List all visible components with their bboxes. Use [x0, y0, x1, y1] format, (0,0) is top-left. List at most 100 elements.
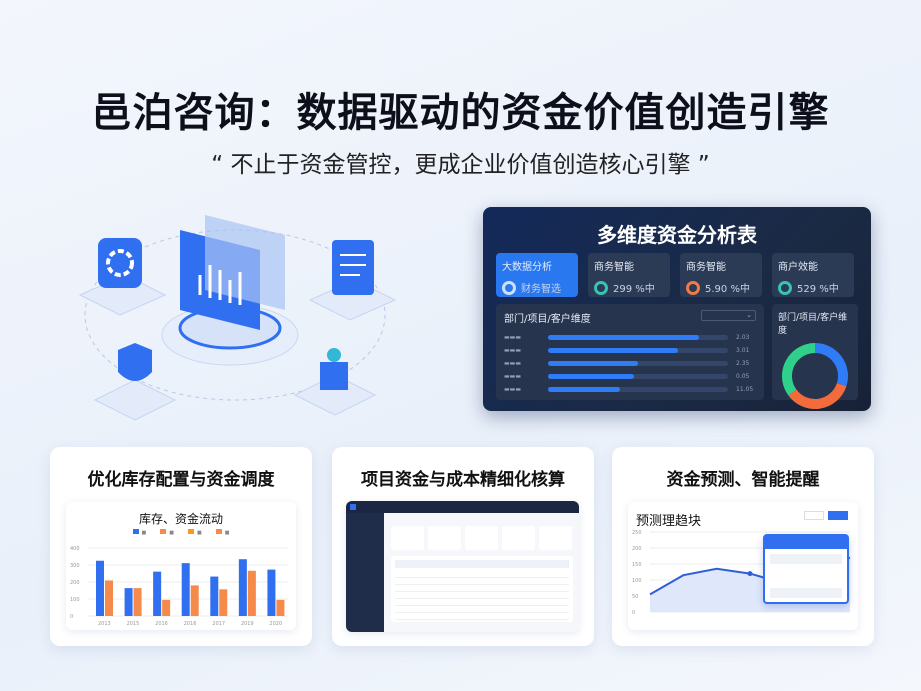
- x-tick-label: 2019: [241, 621, 254, 627]
- bar: [247, 570, 256, 616]
- mini-kpi: [465, 526, 498, 550]
- page-subtitle: “ 不止于资金管控，更成企业价值创造核心引擎 ”: [211, 152, 710, 178]
- chart-title: 预测理趋块: [636, 514, 702, 529]
- reminder-popup: [763, 534, 849, 604]
- multi-dimension-dashboard: 多维度资金分析表 大数据分析财务智选 商务智能 299 %中 商务智能 5.90 %…: [483, 207, 871, 411]
- mini-kpi: [428, 526, 461, 550]
- x-tick-label: 2017: [212, 621, 225, 627]
- cube-icon: [293, 348, 377, 416]
- donut-slice: [782, 343, 816, 396]
- y-tick-label: 50: [632, 594, 638, 600]
- donut-chart: [782, 343, 848, 409]
- y-tick-label: 100: [70, 597, 80, 603]
- donut-panel-title: 部门/项目/客户维度: [778, 313, 848, 336]
- bar: [219, 589, 228, 616]
- admin-screenshot: [346, 501, 579, 632]
- bar: [210, 576, 219, 616]
- toggle-button-active[interactable]: [828, 511, 848, 520]
- y-tick-label: 150: [632, 562, 642, 568]
- kpi-value: 财务智选: [521, 284, 561, 295]
- x-tick-label: 2020: [269, 621, 282, 627]
- x-tick-label: 2013: [98, 621, 111, 627]
- bar: [133, 588, 142, 616]
- bar-panel: 部门/项目/客户维度 ⌄ ▬▬▬2.03 ▬▬▬3.01 ▬▬▬2.35 ▬▬▬0.05…: [496, 304, 764, 400]
- y-tick-label: 300: [70, 563, 80, 569]
- cycle-icon: [78, 238, 167, 316]
- y-tick-label: 250: [632, 530, 642, 536]
- table-row: [395, 586, 569, 592]
- y-tick-label: 200: [632, 546, 642, 552]
- app-logo-icon: [350, 504, 356, 510]
- bar: [124, 588, 133, 616]
- card-project-cost: 项目资金与成本精细化核算: [332, 447, 594, 646]
- kpi-ring-icon: [594, 280, 608, 295]
- card-forecast: 资金预测、智能提醒 预测理趋块 0 50 100 150 200 250: [612, 447, 874, 646]
- progress-row: ▬▬▬2.03: [504, 334, 750, 341]
- kpi-ring-icon: [686, 280, 700, 295]
- donut-slice: [814, 343, 848, 387]
- y-tick-label: 200: [70, 580, 80, 586]
- donut-slice: [788, 382, 847, 409]
- kpi-value: 299 %中: [613, 284, 655, 295]
- progress-row: ▬▬▬2.35: [504, 360, 750, 367]
- bar: [153, 571, 162, 616]
- progress-row: ▬▬▬0.05: [504, 373, 750, 380]
- bar: [238, 559, 247, 616]
- x-tick-label: 2016: [184, 621, 197, 627]
- x-tick-label: 2016: [155, 621, 168, 627]
- x-tick-label: 2015: [127, 621, 140, 627]
- bar-panel-title: 部门/项目/客户维度: [504, 314, 591, 325]
- kpi-card-big-data[interactable]: 大数据分析财务智选: [496, 253, 578, 297]
- y-tick-label: 400: [70, 546, 80, 552]
- filter-dropdown[interactable]: ⌄: [701, 310, 756, 321]
- card-inventory: 优化库存配置与资金调度 库存、资金流动 ■■■■ 0 100 200 300 400 20…: [50, 447, 312, 646]
- bar: [181, 563, 190, 616]
- bar: [96, 560, 104, 616]
- kpi-card[interactable]: 商务智能 299 %中: [588, 253, 670, 297]
- bar: [162, 599, 171, 616]
- bar-chart: 0 100 200 300 400 2013 2015 2016 2016 2017 2019 202…: [70, 546, 288, 627]
- kpi-card[interactable]: 商户效能 529 %中: [772, 253, 854, 297]
- kpi-ring-icon: [502, 280, 516, 295]
- progress-row: ▬▬▬3.01: [504, 347, 750, 354]
- mini-kpi: [539, 526, 572, 550]
- shield-icon: [93, 343, 177, 421]
- isometric-illustration: [78, 215, 397, 421]
- card-title: 资金预测、智能提醒: [666, 470, 820, 490]
- table-row: [395, 593, 569, 599]
- data-point: [747, 571, 753, 577]
- y-tick-label: 100: [632, 578, 642, 584]
- table-row: [395, 614, 569, 620]
- page-title: 邑泊咨询：数据驱动的资金价值创造引擎: [91, 90, 830, 136]
- table-row: [395, 607, 569, 613]
- kpi-card[interactable]: 商务智能 5.90 %中: [680, 253, 762, 297]
- document-icon: [308, 240, 397, 321]
- chart-legend: ■■■■: [66, 529, 296, 536]
- card-title: 项目资金与成本精细化核算: [361, 470, 565, 490]
- kpi-value: 5.90 %中: [705, 284, 750, 295]
- kpi-label: 大数据分析: [502, 262, 552, 273]
- table-row: [395, 600, 569, 606]
- bar: [267, 569, 276, 616]
- donut-panel: 部门/项目/客户维度: [772, 304, 858, 409]
- bar: [276, 599, 285, 616]
- toggle-button[interactable]: [804, 511, 824, 520]
- kpi-label: 商务智能: [686, 262, 726, 273]
- y-tick-label: 0: [70, 614, 73, 620]
- table-row: [395, 579, 569, 585]
- bar: [105, 580, 113, 616]
- mini-kpi: [391, 526, 424, 550]
- progress-row: ▬▬▬11.05: [504, 386, 754, 393]
- card-title: 优化库存配置与资金调度: [87, 470, 275, 490]
- bar: [190, 585, 199, 616]
- dashboard-title: 多维度资金分析表: [597, 223, 757, 247]
- kpi-value: 529 %中: [797, 284, 839, 295]
- chart-title: 库存、资金流动: [138, 512, 223, 526]
- kpi-label: 商务智能: [594, 262, 634, 273]
- chart-screen-icon: [180, 215, 285, 330]
- mini-kpi: [502, 526, 535, 550]
- table-row: [395, 572, 569, 578]
- kpi-label: 商户效能: [778, 262, 818, 273]
- kpi-ring-icon: [778, 280, 792, 295]
- y-tick-label: 0: [632, 610, 635, 616]
